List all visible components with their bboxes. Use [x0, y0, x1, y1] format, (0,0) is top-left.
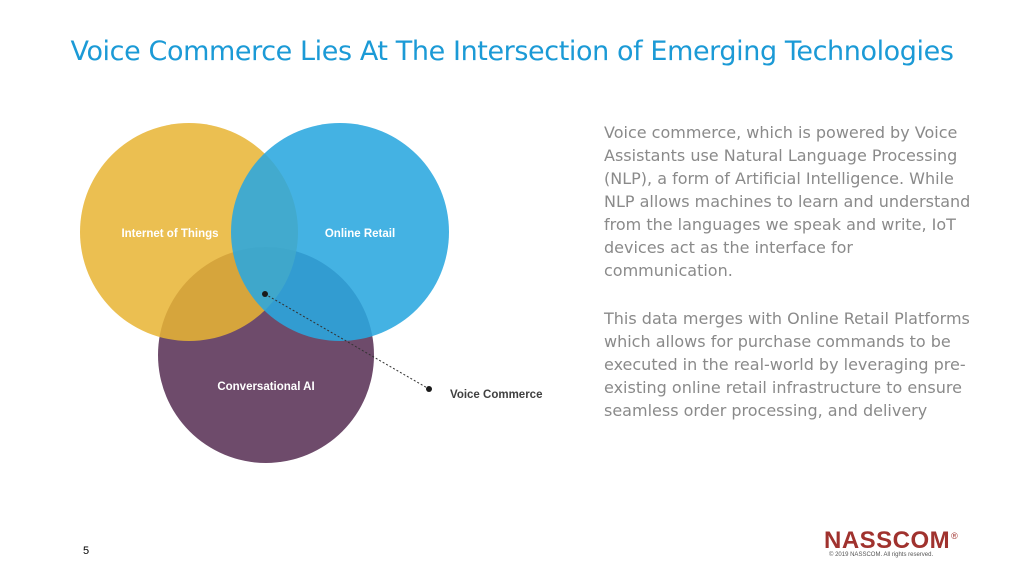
intersection-dot	[262, 291, 268, 297]
slide-title: Voice Commerce Lies At The Intersection …	[70, 36, 954, 67]
copyright-notice: © 2019 NASSCOM. All rights reserved.	[829, 552, 934, 558]
logo-text: NASSCOM	[824, 527, 951, 554]
label-internet-of-things: Internet of Things	[121, 228, 218, 240]
label-voice-commerce: Voice Commerce	[450, 389, 542, 401]
pointer-end-dot	[426, 386, 432, 392]
voice-commerce-pointer-line	[264, 293, 430, 390]
nasscom-logo: NASSCOM®	[824, 522, 958, 555]
page-number: 5	[83, 545, 90, 557]
label-online-retail: Online Retail	[325, 228, 395, 240]
label-conversational-ai: Conversational AI	[217, 381, 314, 393]
description-paragraph-2: This data merges with Online Retail Plat…	[604, 309, 970, 420]
circle-internet-of-things	[80, 123, 298, 341]
circle-online-retail	[231, 123, 449, 341]
description-paragraph-1: Voice commerce, which is powered by Voic…	[604, 123, 971, 280]
registered-mark: ®	[951, 531, 959, 541]
